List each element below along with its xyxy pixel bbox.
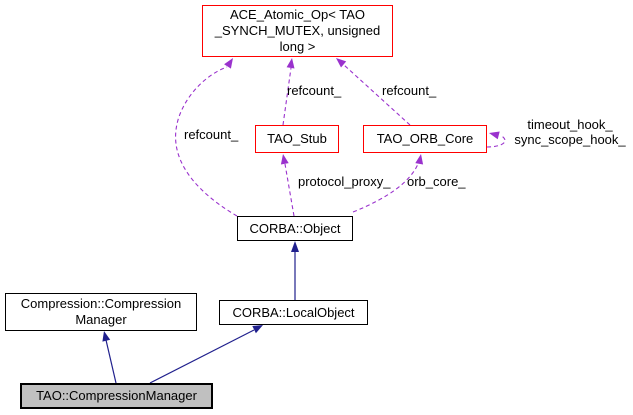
- edge-uses-orbcore-ace-refcount: [343, 64, 411, 126]
- edge-uses-object-orbcore: [352, 163, 419, 213]
- edge-uses-stub-ace-arrowhead: [286, 58, 295, 69]
- edge-uses-object-stub-arrowhead: [280, 154, 289, 165]
- node-tao-stub[interactable]: TAO_Stub: [255, 125, 339, 153]
- edge-uses-stub-ace-refcount: [282, 67, 292, 126]
- edge-inherit-taocm-compressionmanager: [105, 339, 117, 384]
- node-compression-compression-manager[interactable]: Compression::Compression Manager: [5, 293, 197, 331]
- node-ace-atomic-op[interactable]: ACE_Atomic_Op< TAO _SYNCH_MUTEX, unsigne…: [202, 5, 393, 57]
- edge-uses-orbcore-self-arrowhead: [489, 131, 500, 140]
- node-tao-orb-core[interactable]: TAO_ORB_Core: [363, 125, 487, 153]
- edge-label-refcount-from-object: refcount_: [184, 127, 239, 142]
- node-tao-compression-manager: TAO::CompressionManager: [20, 383, 213, 409]
- node-corba-object[interactable]: CORBA::Object: [237, 216, 353, 241]
- edge-uses-orbcore-ace-arrowhead: [336, 58, 347, 68]
- edge-label-refcount-from-orb-core: refcount_: [382, 83, 437, 98]
- edge-uses-orbcore-self-loop: [486, 135, 506, 148]
- edge-label-orb-core-self-hooks: timeout_hook_ sync_scope_hook_: [514, 117, 626, 147]
- edge-uses-object-orbcore-arrowhead: [415, 154, 424, 165]
- edge-label-refcount-from-stub: refcount_: [287, 83, 342, 98]
- edge-uses-object-ace-refcount: [175, 66, 238, 217]
- edge-inherit-taocm-compressionmanager-arrowhead: [102, 331, 111, 342]
- node-corba-local-object[interactable]: CORBA::LocalObject: [219, 300, 368, 325]
- edge-label-orb-core: orb_core_: [407, 174, 466, 189]
- edge-inherit-taocm-localobject: [149, 329, 255, 384]
- edge-inherit-localobject-object-arrowhead: [291, 241, 299, 252]
- edge-inherit-taocm-localobject-arrowhead: [252, 325, 263, 334]
- edge-uses-object-stub-protocolproxy: [284, 163, 295, 217]
- edge-label-protocol-proxy: protocol_proxy_: [298, 174, 391, 189]
- edge-uses-object-ace-arrowhead: [224, 58, 233, 69]
